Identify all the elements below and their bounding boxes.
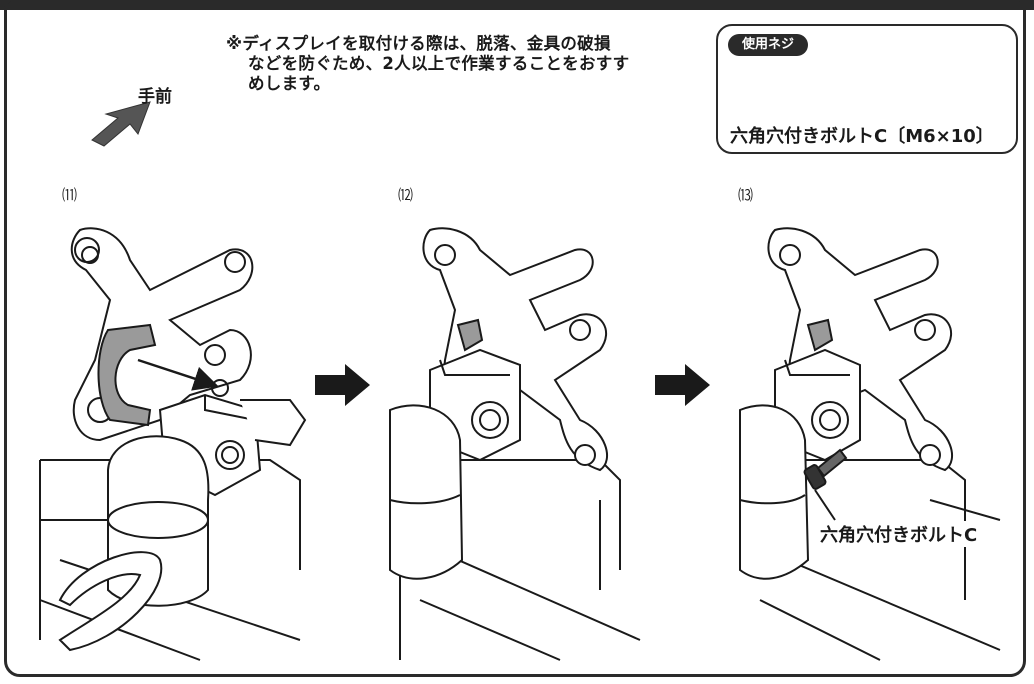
note-line-2: などを防ぐため、2人以上で作業することをおすす	[248, 54, 630, 73]
top-bar	[0, 0, 1034, 10]
step3-illustration	[739, 227, 1001, 661]
page-frame	[4, 0, 1026, 677]
note-line-1: ※ディスプレイを取付ける際は、脱落、金具の破損	[226, 34, 611, 53]
front-direction-arrow	[91, 101, 151, 147]
screw-badge: 使用ネジ	[728, 34, 809, 56]
note-line-3: めします。	[248, 74, 331, 93]
next-step-arrow-1	[315, 364, 370, 406]
screw-info-box: 使用ネジ 六角穴付きボルトC〔M6×10〕	[716, 24, 1018, 154]
step-label-3: ⒀	[738, 186, 754, 204]
safety-note: ※ディスプレイを取付ける際は、脱落、金具の破損 などを防ぐため、2人以上で作業す…	[226, 34, 696, 94]
step-label-2: ⑿	[398, 186, 414, 204]
step2-illustration	[389, 227, 641, 661]
front-label: 手前	[138, 87, 172, 107]
step1-illustration	[39, 227, 307, 661]
screw-name: 六角穴付きボルトC〔M6×10〕	[730, 126, 994, 147]
step-label-1: ⑾	[62, 186, 78, 204]
bolt-c-icon	[803, 448, 848, 490]
bolt-callout: 六角穴付きボルトC	[818, 521, 980, 547]
next-step-arrow-2	[655, 364, 710, 406]
